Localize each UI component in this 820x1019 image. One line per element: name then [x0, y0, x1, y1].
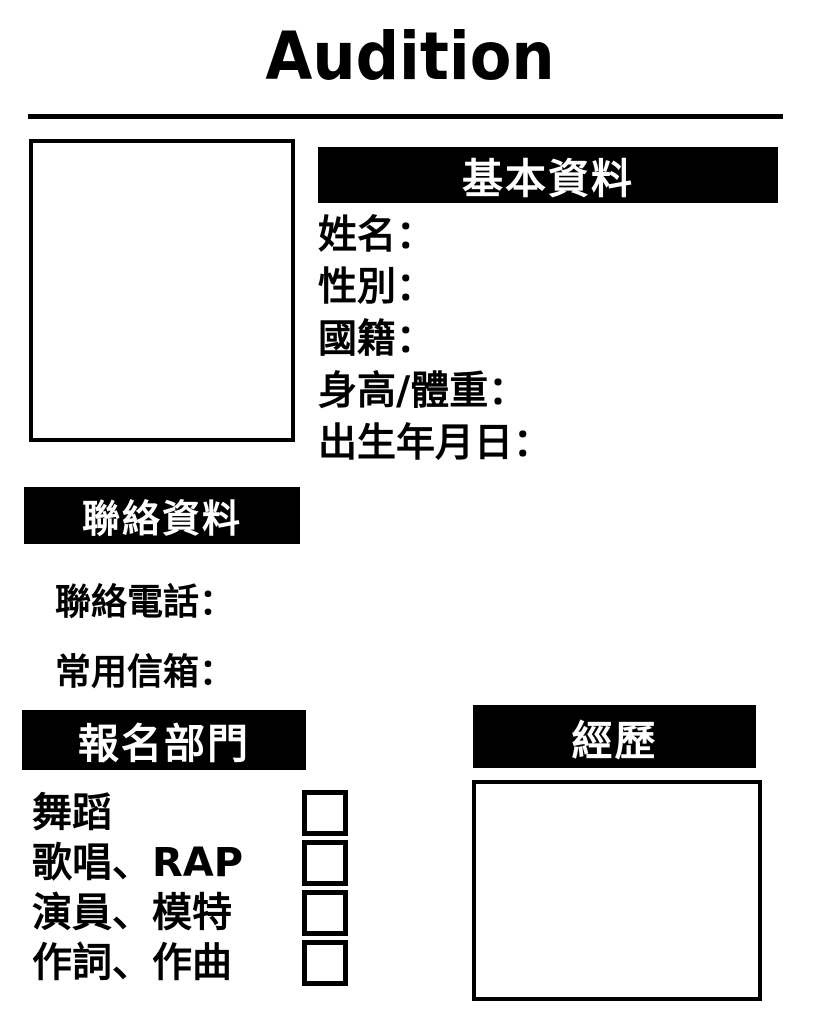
department-option-singing-rap-label: 歌唱、RAP	[32, 840, 244, 886]
department-option-lyricist-composer-label: 作詞、作曲	[32, 940, 232, 986]
department-option-dance-label: 舞蹈	[32, 790, 112, 836]
field-nationality[interactable]: 國籍：	[318, 317, 436, 362]
checkbox-lyricist-composer[interactable]	[302, 940, 348, 986]
field-birthdate[interactable]: 出生年月日：	[318, 421, 553, 466]
field-name[interactable]: 姓名：	[318, 213, 436, 258]
field-email[interactable]: 常用信箱：	[55, 652, 236, 693]
title-divider	[28, 114, 783, 119]
department-option-singing-rap[interactable]: 歌唱、RAP	[32, 838, 372, 888]
field-gender[interactable]: 性別：	[318, 265, 436, 310]
section-header-contact-info-label: 聯絡資料	[81, 497, 242, 541]
page-title: Audition	[265, 18, 555, 95]
department-option-actor-model[interactable]: 演員、模特	[32, 888, 372, 938]
department-option-list: 舞蹈 歌唱、RAP 演員、模特 作詞、作曲	[32, 788, 372, 988]
checkbox-singing-rap[interactable]	[302, 840, 348, 886]
basic-info-field-list: 姓名： 性別： 國籍： 身高/體重： 出生年月日：	[318, 210, 788, 470]
section-header-basic-info: 基本資料	[318, 147, 778, 203]
contact-info-field-list: 聯絡電話： 常用信箱：	[55, 568, 355, 708]
section-header-department-label: 報名部門	[78, 720, 250, 768]
checkbox-actor-model[interactable]	[302, 890, 348, 936]
department-option-dance[interactable]: 舞蹈	[32, 788, 372, 838]
photo-upload-box[interactable]	[29, 139, 295, 442]
field-phone[interactable]: 聯絡電話：	[55, 582, 236, 623]
field-height-weight[interactable]: 身高/體重：	[318, 369, 528, 414]
department-option-lyricist-composer[interactable]: 作詞、作曲	[32, 938, 372, 988]
section-header-contact-info: 聯絡資料	[24, 487, 300, 544]
section-header-department: 報名部門	[22, 710, 306, 770]
department-option-actor-model-label: 演員、模特	[32, 890, 232, 936]
section-header-experience: 經歷	[473, 705, 756, 768]
section-header-basic-info-label: 基本資料	[462, 155, 634, 203]
checkbox-dance[interactable]	[302, 790, 348, 836]
section-header-experience-label: 經歷	[571, 716, 658, 765]
experience-textarea-box[interactable]	[472, 780, 762, 1001]
